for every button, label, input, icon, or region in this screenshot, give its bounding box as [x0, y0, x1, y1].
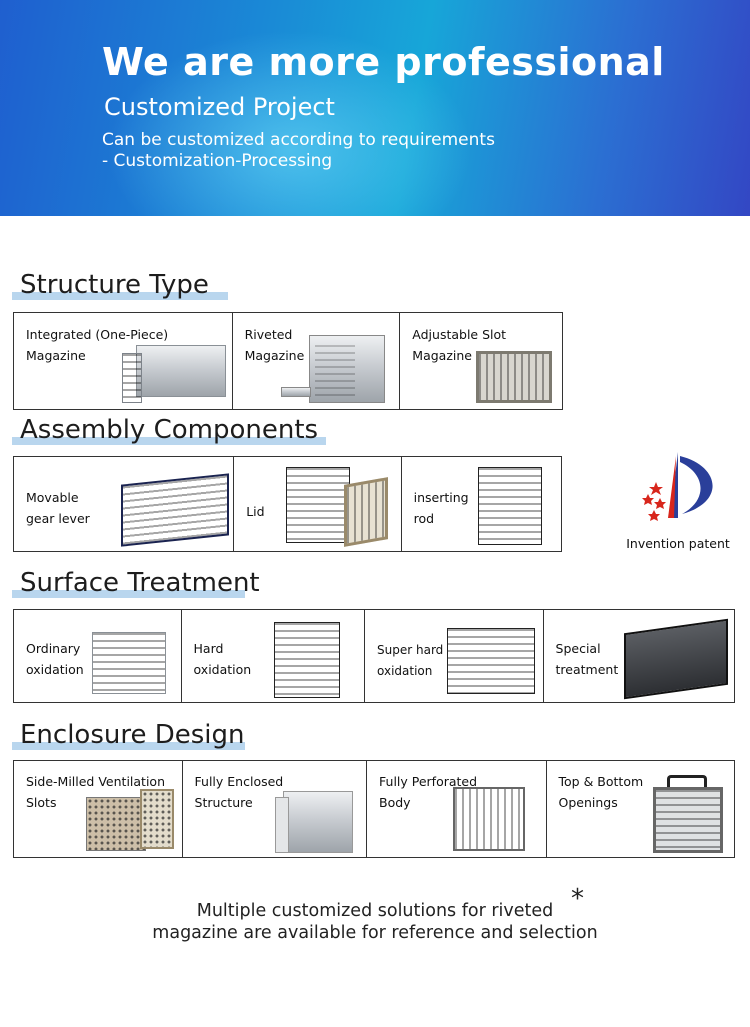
surface-treatment-grid: Ordinary oxidation Hard oxidation Super …	[13, 609, 735, 703]
one-piece-magazine-icon	[122, 345, 226, 403]
special-treatment-icon	[623, 618, 728, 700]
gear-lever-magazine-icon	[121, 473, 229, 547]
section-heading-surface: Surface Treatment	[12, 568, 260, 598]
assembly-components-grid: Movable gear lever Lid inserting rod	[13, 456, 562, 552]
banner-description: Can be customized according to requireme…	[102, 130, 495, 171]
enclosure-item: Side-Milled Ventilation Slots	[14, 761, 183, 857]
enclosure-item: Fully Perforated Body	[367, 761, 547, 857]
item-label: Super hard oxidation	[377, 643, 444, 678]
top-bottom-openings-icon	[652, 775, 725, 855]
ordinary-oxidation-icon	[92, 632, 166, 694]
footer-asterisk: *	[571, 884, 584, 914]
adjustable-slot-magazine-icon	[476, 351, 553, 403]
item-label: inserting rod	[413, 490, 469, 526]
patent-label: Invention patent	[626, 536, 730, 551]
item-label: Hard oxidation	[193, 641, 252, 677]
item-label: Integrated (One-Piece) Magazine	[26, 327, 169, 363]
inserting-rod-magazine-icon	[477, 467, 542, 545]
item-label: Movable gear lever	[26, 490, 90, 526]
section-title: Assembly Components	[20, 415, 319, 445]
banner: We are more professional Customized Proj…	[0, 0, 750, 216]
item-label: Adjustable Slot Magazine	[412, 327, 507, 363]
banner-subtitle: Customized Project	[104, 93, 335, 121]
section-title: Structure Type	[20, 270, 209, 300]
footer-text: Multiple customized solutions for rivete…	[152, 901, 598, 943]
banner-title: We are more professional	[102, 40, 665, 84]
item-label: Side-Milled Ventilation Slots	[26, 774, 165, 810]
structure-item: Integrated (One-Piece) Magazine	[14, 313, 233, 409]
surface-item: Hard oxidation	[182, 610, 366, 702]
section-heading-assembly: Assembly Components	[12, 415, 326, 445]
section-title: Surface Treatment	[20, 568, 260, 598]
item-label: Ordinary oxidation	[26, 641, 84, 677]
structure-item: Adjustable Slot Magazine	[400, 313, 562, 409]
super-hard-oxidation-icon	[447, 628, 536, 694]
hard-oxidation-icon	[273, 622, 340, 698]
riveted-magazine-icon	[280, 335, 389, 407]
patent-logo-icon	[642, 452, 713, 521]
assembly-item: inserting rod	[402, 457, 561, 551]
surface-item: Ordinary oxidation	[14, 610, 182, 702]
section-heading-structure: Structure Type	[12, 270, 228, 300]
enclosure-design-grid: Side-Milled Ventilation Slots Fully Encl…	[13, 760, 735, 858]
assembly-item: Lid	[234, 457, 402, 551]
invention-patent-badge: Invention patent	[616, 448, 740, 558]
ventilation-slots-icon	[86, 789, 178, 855]
section-heading-enclosure: Enclosure Design	[12, 720, 245, 750]
surface-item: Super hard oxidation	[365, 610, 544, 702]
item-label: Riveted Magazine	[244, 327, 305, 363]
lid-magazine-icon	[286, 467, 396, 547]
item-label: Lid	[246, 504, 265, 519]
assembly-item: Movable gear lever	[14, 457, 235, 551]
perforated-body-icon	[453, 787, 526, 851]
item-label: Top & Bottom Openings	[558, 774, 644, 810]
item-label: Fully Enclosed Structure	[194, 774, 284, 810]
item-label: Special treatment	[555, 641, 619, 677]
section-title: Enclosure Design	[20, 720, 245, 750]
surface-item: Special treatment	[544, 610, 734, 702]
enclosure-item: Top & Bottom Openings	[547, 761, 734, 857]
structure-type-grid: Integrated (One-Piece) Magazine Riveted …	[13, 312, 563, 410]
structure-item: Riveted Magazine	[233, 313, 401, 409]
enclosure-item: Fully Enclosed Structure	[183, 761, 368, 857]
enclosed-structure-icon	[274, 791, 355, 855]
item-label: Fully Perforated Body	[379, 774, 478, 810]
